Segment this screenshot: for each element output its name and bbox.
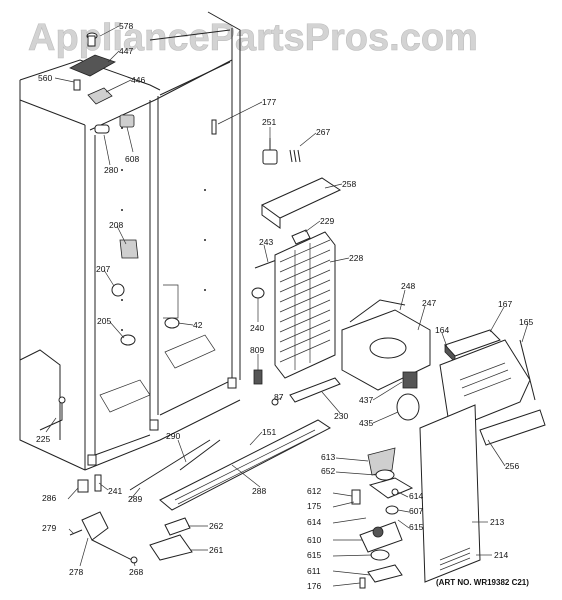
callout-240: 240 [250, 323, 264, 333]
callout-214: 214 [494, 550, 508, 560]
callout-435: 435 [359, 418, 373, 428]
callout-151: 151 [262, 427, 276, 437]
callout-437: 437 [359, 395, 373, 405]
light-housing [341, 299, 431, 421]
callout-248: 248 [401, 281, 415, 291]
back-panel [419, 404, 481, 583]
art-number: (ART NO. WR19382 C21) [436, 578, 529, 587]
callout-286: 286 [42, 493, 56, 503]
bimetal [251, 287, 265, 299]
callout-175: 175 [307, 501, 321, 511]
leader-lines [45, 25, 529, 587]
callout-288: 288 [252, 486, 266, 496]
callout-208: 208 [109, 220, 123, 230]
evaporator-cover [261, 177, 342, 219]
callout-652: 652 [321, 466, 335, 476]
air-duct [439, 339, 546, 446]
callout-280: 280 [104, 165, 118, 175]
callout-560: 560 [38, 73, 52, 83]
callout-243: 243 [259, 237, 273, 247]
callout-251: 251 [262, 117, 276, 127]
callout-267: 267 [316, 127, 330, 137]
callout-615-b: 615 [307, 550, 321, 560]
evaporator [274, 231, 336, 379]
callout-262: 262 [209, 521, 223, 531]
callout-229: 229 [320, 216, 334, 226]
callout-205: 205 [97, 316, 111, 326]
callout-labels: 578 447 560 446 177 251 267 608 280 258 … [36, 21, 533, 591]
bottom-hinge-assembly [69, 474, 193, 564]
callout-213: 213 [490, 517, 504, 527]
callout-176: 176 [307, 581, 321, 591]
cabinet-small-parts [94, 114, 217, 346]
callout-290: 290 [166, 431, 180, 441]
wire-harness [289, 377, 341, 403]
drain-tube-end [58, 396, 66, 404]
callout-256: 256 [505, 461, 519, 471]
callout-607: 607 [409, 506, 423, 516]
callout-241: 241 [108, 486, 122, 496]
base-grille [129, 419, 331, 511]
callout-610: 610 [307, 535, 321, 545]
callout-608: 608 [125, 154, 139, 164]
callout-809: 809 [250, 345, 264, 355]
clip [291, 229, 311, 245]
callout-165: 165 [519, 317, 533, 327]
callout-615-a: 615 [409, 522, 423, 532]
callout-612: 612 [307, 486, 321, 496]
callout-87: 87 [274, 392, 284, 402]
callout-164: 164 [435, 325, 449, 335]
callout-268: 268 [129, 567, 143, 577]
callout-228: 228 [349, 253, 363, 263]
callout-261: 261 [209, 545, 223, 555]
callout-230: 230 [334, 411, 348, 421]
callout-279: 279 [42, 523, 56, 533]
callout-247: 247 [422, 298, 436, 308]
callout-207: 207 [96, 264, 110, 274]
fan-motor-assembly [351, 447, 414, 589]
callout-611: 611 [307, 566, 321, 576]
watermark-text: AppliancePartsPros.com [28, 17, 478, 59]
callout-167: 167 [498, 299, 512, 309]
callout-278: 278 [69, 567, 83, 577]
callout-614-a: 614 [409, 491, 423, 501]
callout-258: 258 [342, 179, 356, 189]
callout-447: 447 [119, 46, 133, 56]
thermal-fuse [253, 369, 263, 385]
callout-177: 177 [262, 97, 276, 107]
callout-225: 225 [36, 434, 50, 444]
callout-614-b: 614 [307, 517, 321, 527]
callout-613: 613 [321, 452, 335, 462]
defrost-thermostat [262, 138, 301, 165]
callout-446: 446 [131, 75, 145, 85]
callout-42: 42 [193, 320, 203, 330]
drain-tube [39, 400, 63, 431]
callout-578: 578 [119, 21, 133, 31]
callout-289: 289 [128, 494, 142, 504]
control-box [444, 329, 501, 363]
